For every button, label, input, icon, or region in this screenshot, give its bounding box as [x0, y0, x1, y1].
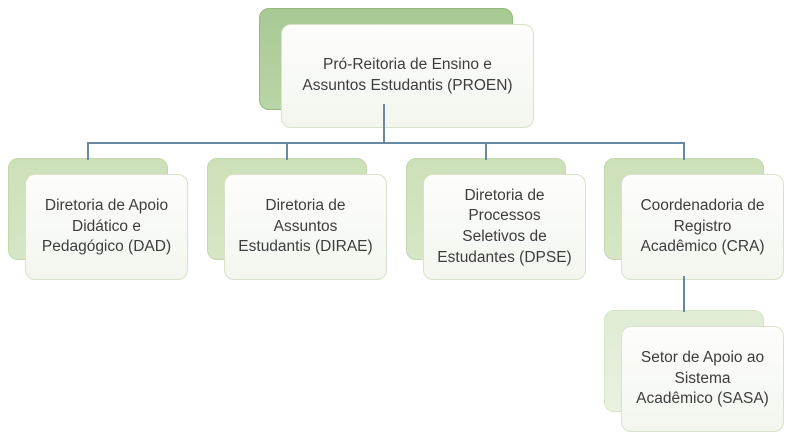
org-node-dad-label: Diretoria de Apoio Didático e Pedagógico… [41, 197, 172, 256]
connector-cra-sasa [683, 276, 685, 312]
org-node-dpse-card: Diretoria de Processos Seletivos de Estu… [423, 174, 586, 280]
org-node-sasa-card: Setor de Apoio ao Sistema Acadêmico (SAS… [621, 326, 784, 432]
org-node-dpse-label: Diretoria de Processos Seletivos de Estu… [437, 186, 572, 266]
connector-proen-stem [383, 104, 385, 144]
org-node-proen-card: Pró-Reitoria de Ensino e Assuntos Estuda… [281, 24, 534, 128]
connector-drop-dad [87, 142, 89, 160]
org-node-dirae-label: Diretoria de Assuntos Estudantis (DIRAE) [238, 197, 373, 256]
connector-drop-dpse [485, 142, 487, 160]
connector-drop-dirae [286, 142, 288, 160]
connector-rail [87, 142, 685, 144]
org-node-dad-card: Diretoria de Apoio Didático e Pedagógico… [25, 174, 188, 280]
org-node-proen-label: Pró-Reitoria de Ensino e Assuntos Estuda… [302, 56, 513, 94]
org-node-dirae-card: Diretoria de Assuntos Estudantis (DIRAE) [224, 174, 387, 280]
org-node-cra-card: Coordenadoria de Registro Acadêmico (CRA… [621, 174, 784, 280]
org-node-sasa-label: Setor de Apoio ao Sistema Acadêmico (SAS… [636, 349, 769, 408]
connector-drop-cra [683, 142, 685, 160]
org-node-cra-label: Coordenadoria de Registro Acadêmico (CRA… [640, 197, 765, 256]
